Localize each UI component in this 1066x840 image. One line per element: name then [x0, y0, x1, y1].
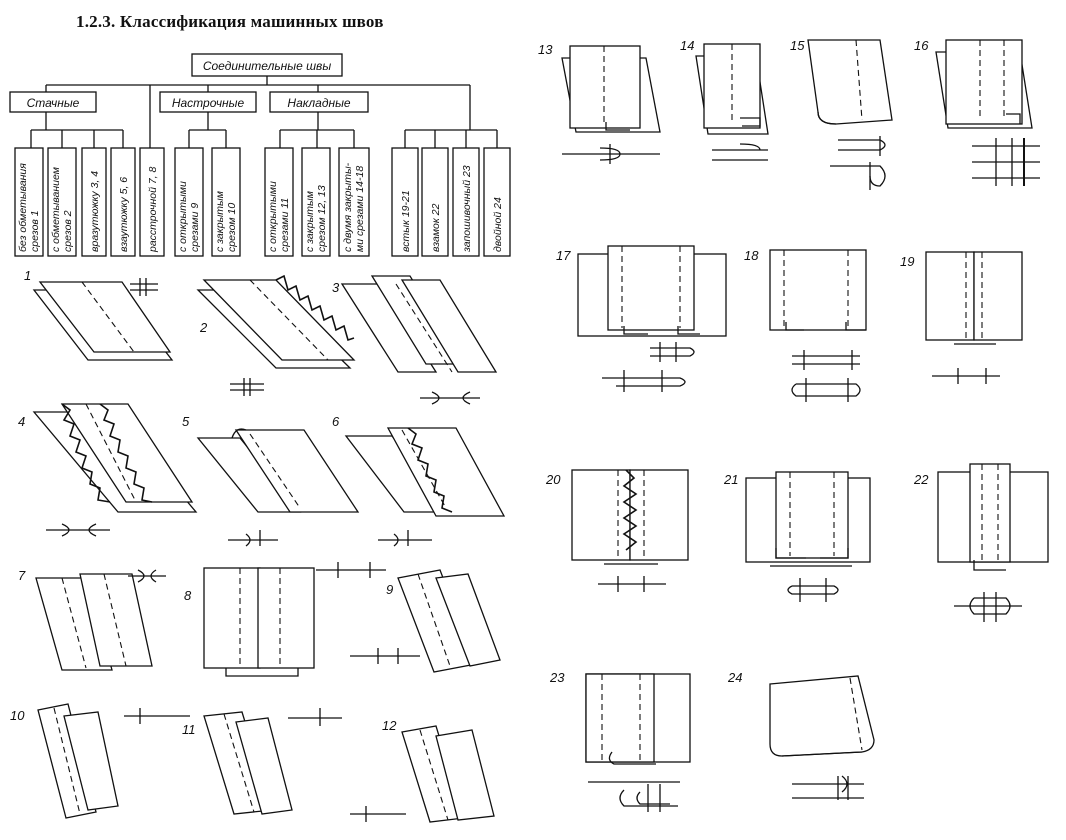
seam-figure-17: 17 [556, 245, 727, 392]
seam-figure-8: 8 [184, 562, 386, 677]
figure-number-23: 23 [549, 670, 565, 685]
leaf-label-4: взаутюжку 5, 6 [118, 177, 130, 252]
figure-number-6: 6 [332, 414, 340, 429]
figure-number-12: 12 [382, 718, 397, 733]
figure-number-4: 4 [18, 414, 25, 429]
figure-number-11: 11 [182, 722, 196, 737]
classification-tree: Соединительные швы Стачные Настрочные На… [9, 53, 511, 257]
leaf-label-10: с двумя закрыты-ми срезами 14-18 [342, 162, 366, 252]
group-box-stachnye [9, 91, 97, 113]
leaf-box [14, 147, 44, 257]
figure-number-24: 24 [727, 670, 742, 685]
seam-figure-6: 6 [332, 414, 506, 547]
seam-figure-22: 22 [913, 463, 1049, 622]
seam-figure-15: 15 [790, 38, 893, 190]
figure-number-3: 3 [332, 280, 340, 295]
leaf-box [47, 147, 77, 257]
seam-figure-5: 5 [182, 414, 360, 547]
figure-number-10: 10 [10, 708, 25, 723]
figure-number-19: 19 [900, 254, 914, 269]
seam-figure-10: 10 [10, 703, 190, 819]
group-label-nastrochnye: Настрочные [172, 96, 245, 110]
seam-figure-20: 20 [545, 469, 689, 592]
leaf-label-2: с обметываниемсрезов 2 [50, 167, 74, 252]
leaf-box [211, 147, 241, 257]
leaf-box [421, 147, 449, 257]
leaf-label-8: с открытымисрезами 11 [267, 181, 291, 252]
leaf-label-6: с открытымисрезами 9 [177, 181, 201, 252]
seam-figure-19: 19 [900, 251, 1023, 384]
seam-figure-16: 16 [914, 38, 1040, 186]
root-label: Соединительные швы [203, 59, 331, 73]
figure-number-7: 7 [18, 568, 26, 583]
figure-number-16: 16 [914, 38, 929, 53]
seam-figure-7: 7 [18, 568, 166, 671]
leaf-box [391, 147, 419, 257]
seam-figure-11: 11 [182, 708, 342, 815]
figure-number-21: 21 [723, 472, 738, 487]
leaf-label-12: взамок 22 [430, 203, 442, 252]
figure-number-15: 15 [790, 38, 805, 53]
group-label-nakladnye: Накладные [287, 96, 351, 110]
figure-number-22: 22 [913, 472, 929, 487]
leaf-label-14: двойной 24 [492, 197, 504, 252]
figure-number-17: 17 [556, 248, 571, 263]
leaf-box [81, 147, 107, 257]
leaf-label-7: с закрытымсрезом 10 [214, 191, 238, 252]
figure-number-8: 8 [184, 588, 192, 603]
leaf-box [301, 147, 331, 257]
figure-number-1: 1 [24, 268, 31, 283]
seam-figure-9: 9 [350, 569, 501, 673]
leaf-label-1: без обметываниясрезов 1 [17, 163, 41, 252]
leaf-box [483, 147, 511, 257]
leaf-box [338, 147, 370, 257]
leaf-box [139, 147, 165, 257]
leaf-label-11: встык 19-21 [400, 190, 412, 252]
seam-figure-14: 14 [680, 38, 769, 161]
leaf-label-9: с закрытымсрезом 12, 13 [304, 185, 328, 252]
seam-figure-12: 12 [350, 718, 495, 823]
leaf-box [174, 147, 204, 257]
seam-figure-21: 21 [723, 471, 871, 602]
seam-figure-24: 24 [727, 670, 875, 800]
seam-figure-23: 23 [549, 670, 691, 812]
seam-figure-13: 13 [538, 42, 661, 164]
leaf-box [452, 147, 480, 257]
leaf-label-5: расстрочной 7, 8 [147, 167, 159, 253]
seam-figure-3: 3 [332, 275, 498, 405]
figure-number-5: 5 [182, 414, 190, 429]
leaf-label-3: вразутюжку 3, 4 [89, 171, 101, 252]
seam-figure-1: 1 [24, 268, 174, 361]
seam-figure-2: 2 [196, 274, 356, 396]
group-label-stachnye: Стачные [27, 96, 80, 110]
group-box-nakladnye [269, 91, 369, 113]
figure-number-13: 13 [538, 42, 553, 57]
page-title: 1.2.3. Классификация машинных швов [76, 12, 384, 31]
leaf-box [110, 147, 136, 257]
leaf-label-13: запошивочный 23 [461, 165, 473, 253]
seam-figure-4: 4 [18, 403, 198, 537]
leaf-box [264, 147, 294, 257]
figure-number-18: 18 [744, 248, 759, 263]
figure-number-20: 20 [545, 472, 561, 487]
figure-number-14: 14 [680, 38, 694, 53]
figure-number-2: 2 [199, 320, 208, 335]
figure-number-9: 9 [386, 582, 393, 597]
seam-figure-18: 18 [744, 248, 867, 402]
